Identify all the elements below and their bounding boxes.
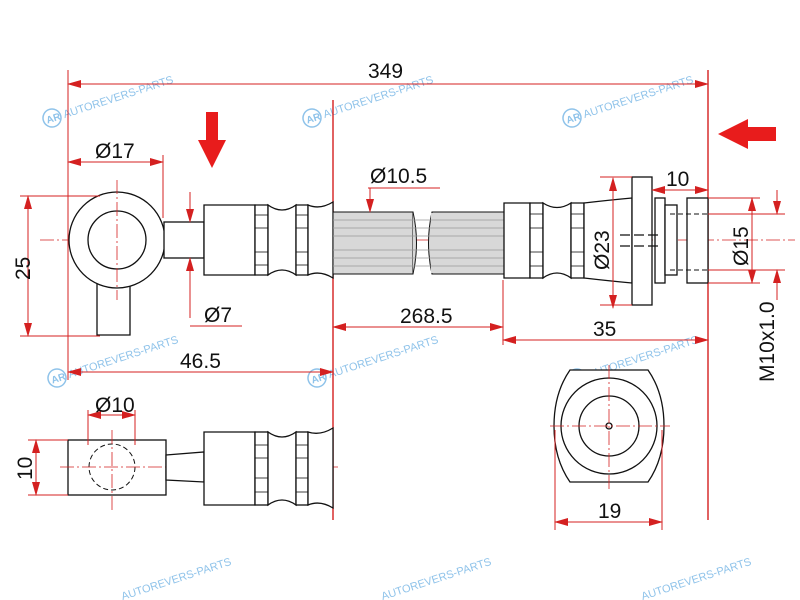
left-arrow-icon — [718, 119, 776, 149]
fitting-end-view — [550, 365, 670, 530]
dim-end-view-width: 19 — [598, 500, 621, 523]
watermark-text: AUTOREVERS-PARTS — [640, 556, 753, 600]
dim-thread-spec: M10x1.0 — [756, 301, 779, 382]
dim-fitting-offset: 46.5 — [180, 350, 221, 373]
watermarks: AUTOREVERS-PARTS AUTOREVERS-PARTS AUTORE… — [39, 74, 753, 600]
dim-eye-diameter: Ø17 — [95, 140, 135, 163]
hose-side-view — [68, 176, 709, 336]
watermark-text: AUTOREVERS-PARTS — [380, 556, 493, 600]
dim-overall-length: 349 — [368, 60, 403, 83]
dim-hose-length: 268.5 — [400, 305, 453, 328]
dim-nut-to-end: 10 — [666, 168, 689, 191]
dim-eye-thickness: 10 — [14, 457, 37, 480]
watermark-text: AUTOREVERS-PARTS — [120, 556, 233, 600]
dim-end-fitting-length: 35 — [593, 318, 616, 341]
watermark-text: AUTOREVERS-PARTS — [327, 334, 440, 381]
down-arrow-icon — [198, 112, 226, 168]
watermark-text: AUTOREVERS-PARTS — [62, 74, 175, 121]
dim-eye-hole-diameter: Ø10 — [95, 394, 135, 417]
dim-hose-diameter: Ø10.5 — [370, 165, 427, 188]
watermark-text: AUTOREVERS-PARTS — [582, 74, 695, 121]
dim-eye-height: 25 — [12, 257, 35, 280]
watermark-text: AUTOREVERS-PARTS — [67, 334, 180, 381]
dim-nut-diameter: Ø23 — [591, 230, 614, 270]
eye-top-view — [60, 426, 340, 510]
dim-thread-diameter: Ø15 — [730, 226, 753, 266]
dimension-lines — [20, 80, 785, 526]
dim-tube-diameter: Ø7 — [204, 304, 232, 327]
